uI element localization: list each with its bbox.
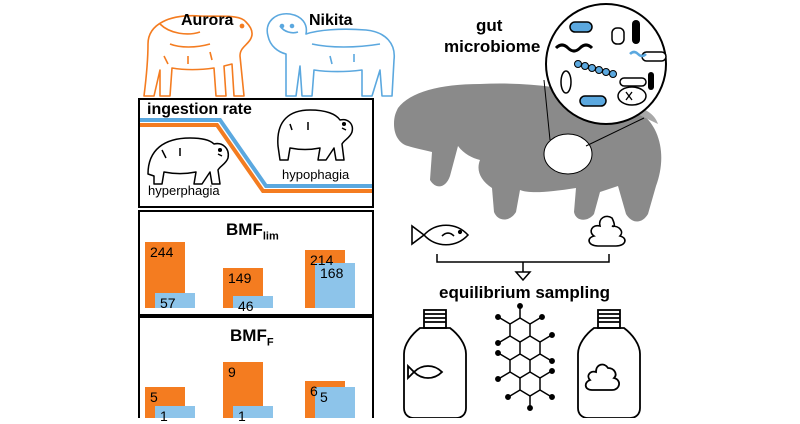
bar-value-label: 46 — [238, 297, 254, 314]
bmf-lim-title-sub: lim — [262, 230, 279, 243]
ingestion-rate-curve — [140, 109, 372, 193]
bmf-lim-panel — [138, 210, 374, 316]
ingestion-rate-panel — [138, 98, 374, 208]
bar-value-label: 6 — [310, 382, 318, 399]
equilibrium-sampling-label: equilibrium sampling — [439, 283, 610, 302]
nikita-bear-icon — [266, 12, 395, 97]
bar-value-label: 168 — [320, 264, 344, 281]
bar-nikita-lim-3 — [315, 262, 355, 308]
bar-value-label: 149 — [228, 269, 252, 286]
gut-microbiome-illustration — [394, 3, 667, 418]
aurora-bear-icon — [143, 14, 253, 97]
bar-nikita-f-3 — [315, 386, 355, 418]
hypophagia-label: hypophagia — [282, 167, 350, 182]
bar-nikita-f-1 — [155, 406, 195, 418]
bar-nikita-f-2 — [233, 406, 273, 418]
bmf-lim-title: BMFlim — [226, 220, 279, 242]
gut-highlight-circle — [543, 133, 593, 175]
molecule-icon — [495, 303, 555, 411]
bar-value-label: 5 — [150, 388, 158, 405]
bar-nikita-lim-2 — [233, 295, 273, 308]
nikita-label: Nikita — [309, 12, 353, 29]
aurora-label: Aurora — [181, 12, 234, 29]
bar-value-label: 5 — [320, 388, 328, 405]
hypophagia-bear-icon — [277, 109, 354, 161]
ingestion-rate-title: ingestion rate — [147, 101, 252, 118]
microbiome-zoom-icon — [545, 3, 667, 125]
bar-value-label: 9 — [228, 364, 236, 380]
bmf-f-title: BMFF — [230, 326, 274, 348]
bar-value-label: 1 — [238, 408, 246, 424]
fish-jar-icon — [403, 309, 467, 418]
feces-icon — [588, 215, 626, 247]
bar-value-label: 244 — [150, 244, 174, 260]
fish-icon — [411, 224, 470, 246]
hyperphagia-bear-icon — [147, 137, 230, 185]
bmf-f-title-main: BMF — [230, 326, 267, 345]
bar-nikita-lim-1 — [155, 292, 195, 308]
bar-value-label: 57 — [160, 294, 176, 311]
bmf-lim-title-main: BMF — [226, 220, 263, 239]
bar-value-label: 1 — [160, 408, 168, 424]
microbiome-label: microbiome — [444, 37, 541, 56]
gut-label: gut — [476, 16, 503, 35]
bmf-f-panel — [138, 316, 374, 418]
hyperphagia-label: hyperphagia — [148, 183, 220, 198]
bears-illustration — [143, 12, 395, 97]
bar-value-label: 214 — [310, 252, 334, 269]
bmf-f-title-sub: F — [266, 336, 274, 349]
feces-jar-icon — [577, 309, 641, 418]
